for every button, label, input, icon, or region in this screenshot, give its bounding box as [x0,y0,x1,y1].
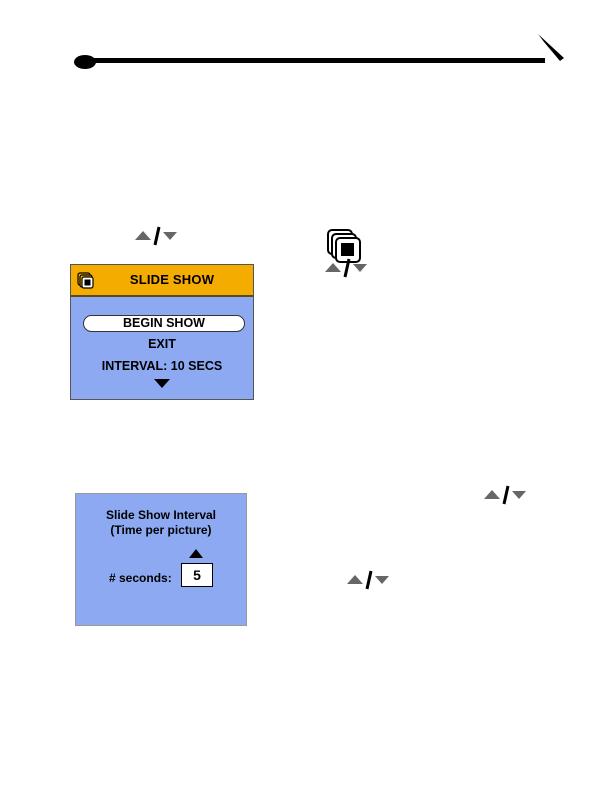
up-down-arrows-icon [482,485,528,505]
scroll-down-icon [154,379,170,389]
menu-title: SLIDE SHOW [111,272,233,287]
slide-show-interval-screen: Slide Show Interval (Time per picture) #… [75,493,247,626]
up-down-arrows-icon [133,226,179,246]
slideshow-icon [77,272,95,290]
interval-title-line1: Slide Show Interval [76,508,246,523]
menu-item-begin-show[interactable]: BEGIN SHOW [83,315,245,332]
scroll-up-icon[interactable] [189,549,203,558]
header-rule [85,58,545,63]
up-down-arrows-icon [323,258,369,278]
up-down-arrows-icon [345,570,391,590]
interval-title: Slide Show Interval (Time per picture) [76,508,246,538]
header-hook-icon [536,32,566,62]
seconds-label: # seconds: [109,571,172,585]
seconds-value[interactable]: 5 [181,563,213,587]
menu-item-interval[interactable]: INTERVAL: 10 SECS [71,359,253,373]
menu-header: SLIDE SHOW [71,265,253,297]
interval-title-line2: (Time per picture) [76,523,246,538]
menu-item-exit[interactable]: EXIT [71,337,253,351]
slide-show-menu-screen: SLIDE SHOW BEGIN SHOW EXIT INTERVAL: 10 … [70,264,254,400]
